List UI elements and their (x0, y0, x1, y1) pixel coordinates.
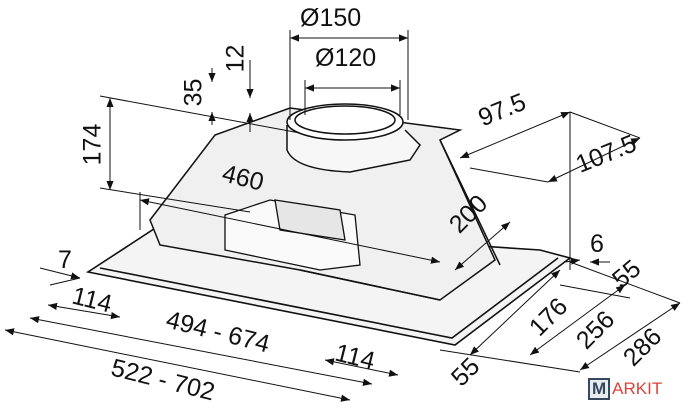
logo-letter-m: M (588, 378, 611, 400)
dim-outlet-inner-diameter: Ø120 (315, 44, 377, 72)
markit-watermark-logo: M ARKIT (588, 378, 662, 400)
dim-6: 6 (590, 230, 604, 258)
dimension-lines (4, 30, 681, 402)
dim-7: 7 (58, 246, 72, 274)
outlet-collar (286, 103, 421, 173)
dim-outlet-outer-diameter: Ø150 (300, 4, 362, 32)
dim-12: 12 (221, 44, 250, 73)
dim-35: 35 (179, 78, 208, 107)
logo-text: ARKIT (612, 379, 663, 398)
dim-174: 174 (78, 123, 107, 166)
